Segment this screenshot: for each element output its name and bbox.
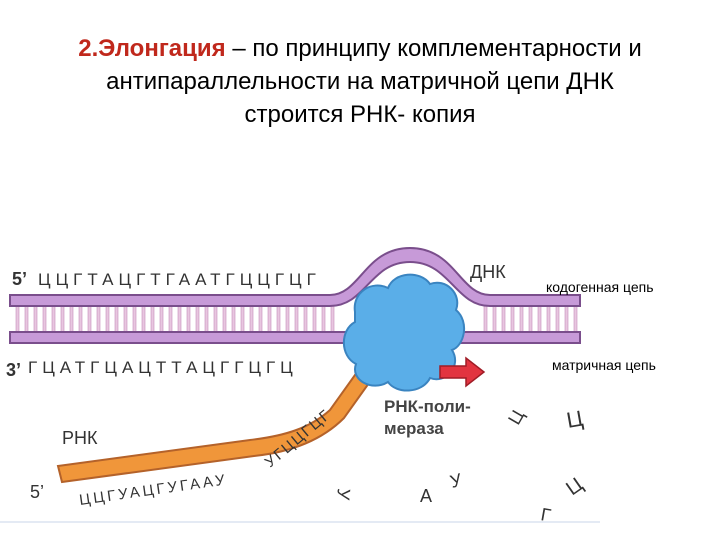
base-pair-rung [258,305,263,333]
base-pair-rung [303,305,308,333]
base-pair-rung [159,305,164,333]
polymerase-label-line1: РНК-поли- [384,397,471,416]
bottom-sequence: ГЦАТГЦАЦТТАЦГГЦГЦ [28,358,298,377]
base-pair-rung [186,305,191,333]
free-nucleotide: Ц [562,473,587,500]
free-nucleotide: У [333,488,354,502]
base-pair-rung [69,305,74,333]
base-pair-rung [312,305,317,333]
base-pair-rung [483,305,488,333]
base-pair-rung [285,305,290,333]
title-highlight: 2.Элонгация [78,35,226,62]
base-pair-rung [330,305,335,333]
base-pair-rung [510,305,515,333]
dna-top-strand [9,246,581,307]
free-nucleotide: Г [539,504,552,525]
base-pair-rung [177,305,182,333]
direction-arrow [439,356,486,388]
dna-bottom-strand [9,331,581,344]
base-pair-rung [15,305,20,333]
dna-label: ДНК [470,262,506,282]
base-pair-rung [321,305,326,333]
rna-label: РНК [62,428,98,448]
base-pair-rung [492,305,497,333]
slide-title: 2.Элонгация – по принципу комплементарно… [60,32,660,131]
base-pair-rung [546,305,551,333]
base-pair-rung [168,305,173,333]
free-nucleotide: А [420,486,432,506]
free-nucleotides: Ц Ц У А У Г Ц [333,405,587,525]
base-pair-rung [60,305,65,333]
template-strand-label: матричная цепь [552,357,656,373]
base-pair-rung [24,305,29,333]
base-pair-rung [123,305,128,333]
base-pair-rung [240,305,245,333]
base-pair-rung [537,305,542,333]
base-pair-rung [294,305,299,333]
base-pair-rung [204,305,209,333]
base-pair-rung [150,305,155,333]
base-pair-rung [564,305,569,333]
base-pair-rung [42,305,47,333]
base-pair-rungs [15,305,578,333]
base-pair-rung [96,305,101,333]
rna-polymerase [342,273,466,392]
top-5prime-label: 5’ [12,269,27,289]
base-pair-rung [105,305,110,333]
base-pair-rung [132,305,137,333]
base-pair-rung [87,305,92,333]
base-pair-rung [222,305,227,333]
title-text: – по принципу комплементарности и антипа… [106,35,642,128]
base-pair-rung [114,305,119,333]
base-pair-rung [519,305,524,333]
top-sequence: ЦЦГТАЦГТГААТГЦЦГЦГ [38,270,321,289]
base-pair-rung [267,305,272,333]
free-nucleotide: Ц [504,406,528,428]
rna-strand [56,366,376,484]
base-pair-rung [141,305,146,333]
coding-strand-label: кодогенная цепь [546,279,654,295]
base-pair-rung [573,305,578,333]
base-pair-rung [528,305,533,333]
base-pair-rung [213,305,218,333]
base-pair-rung [51,305,56,333]
free-nucleotide: У [448,469,465,491]
rna-5prime-label: 5’ [30,482,44,502]
base-pair-rung [276,305,281,333]
bottom-3prime-label: 3’ [6,360,21,380]
base-pair-rung [249,305,254,333]
base-pair-rung [231,305,236,333]
polymerase-label-line2: мераза [384,419,444,438]
base-pair-rung [33,305,38,333]
base-pair-rung [195,305,200,333]
base-pair-rung [501,305,506,333]
base-pair-rung [78,305,83,333]
free-nucleotide: Ц [565,405,585,432]
base-pair-rung [555,305,560,333]
